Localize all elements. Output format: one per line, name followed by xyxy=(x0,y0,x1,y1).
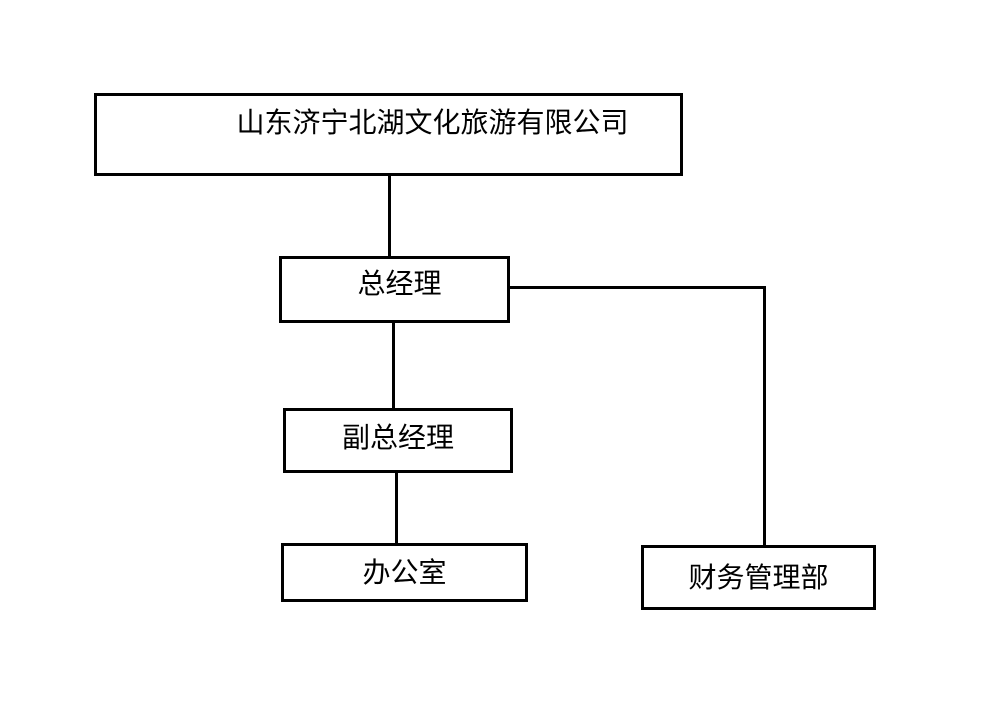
connector-general-manager-to-finance-vertical xyxy=(763,286,766,545)
connector-general-manager-to-finance-horizontal xyxy=(510,286,766,289)
node-general-manager: 总经理 xyxy=(279,256,510,323)
connector-deputy-to-office xyxy=(395,473,398,543)
node-company: 山东济宁北湖文化旅游有限公司 xyxy=(94,93,683,176)
node-company-label: 山东济宁北湖文化旅游有限公司 xyxy=(236,105,629,139)
node-office-label: 办公室 xyxy=(362,555,447,589)
node-office: 办公室 xyxy=(281,543,528,602)
connector-general-manager-to-deputy xyxy=(392,323,395,408)
node-deputy-general-manager: 副总经理 xyxy=(283,408,513,473)
node-deputy-general-manager-label: 副总经理 xyxy=(341,420,454,454)
node-general-manager-label: 总经理 xyxy=(357,266,442,300)
node-finance-department: 财务管理部 xyxy=(641,545,876,610)
connector-company-to-general-manager xyxy=(388,176,391,256)
node-finance-department-label: 财务管理部 xyxy=(688,560,829,594)
